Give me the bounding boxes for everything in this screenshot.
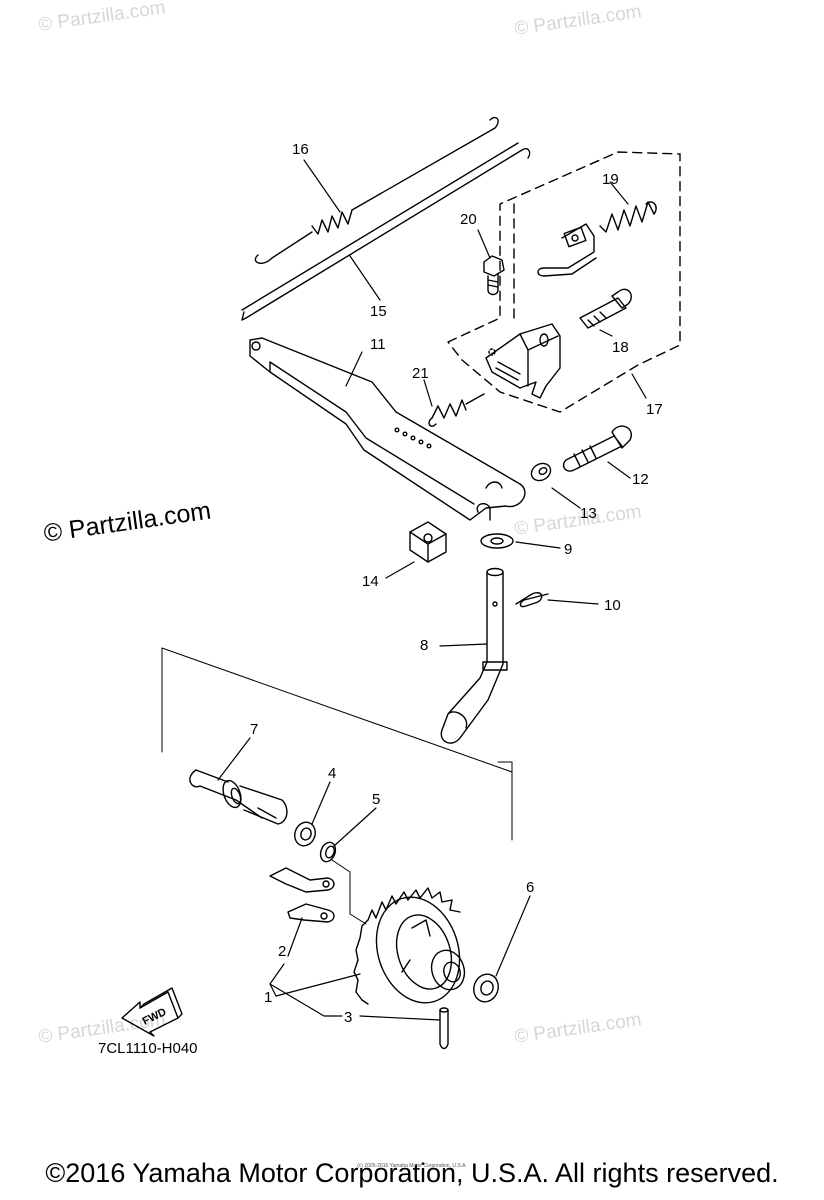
bolt-20 [483, 255, 505, 296]
callout-18: 18 [612, 339, 629, 356]
copyright-notice: ©2016 Yamaha Motor Corporation, U.S.A. A… [45, 1158, 779, 1188]
callout-19: 19 [602, 171, 619, 188]
fine-print: (c) 2005-2016 Yamaha Motor Corporation, … [357, 1163, 467, 1169]
callout-15: 15 [370, 303, 387, 320]
assembly-outline [161, 647, 513, 841]
bolt-18 [579, 288, 632, 329]
callout-2: 2 [278, 943, 286, 960]
callout-17: 17 [646, 401, 663, 418]
assembly-17-outline [447, 151, 681, 413]
callout-11: 11 [370, 336, 386, 353]
washer-4 [294, 821, 316, 847]
callout-12: 12 [632, 471, 649, 488]
flyweight-2 [269, 867, 335, 923]
pin-3 [439, 1007, 449, 1050]
callout-10: 10 [604, 597, 621, 614]
callout-21: 21 [412, 365, 429, 382]
pin-7 [189, 769, 288, 825]
washer-9 [480, 533, 514, 549]
nut-14 [409, 521, 447, 563]
callout-7: 7 [250, 721, 258, 738]
callout-5: 5 [372, 791, 380, 808]
callout-3: 3 [344, 1009, 352, 1026]
washer-6 [473, 973, 499, 1003]
callout-4: 4 [328, 765, 336, 782]
spring-16 [254, 116, 499, 264]
fwd-arrow [121, 987, 183, 1037]
lever-arm-11 [249, 337, 526, 521]
callout-9: 9 [564, 541, 572, 558]
spring-19 [599, 201, 657, 233]
callout-14: 14 [362, 573, 379, 590]
gear-1 [353, 887, 466, 1005]
diagram-code: 7CL1110-H040 [98, 1040, 198, 1057]
clip-10 [515, 592, 549, 608]
washer-13 [530, 462, 552, 482]
spring-21 [428, 393, 485, 427]
shaft-8 [440, 567, 508, 744]
callout-1: 1 [264, 989, 272, 1006]
callout-13: 13 [580, 505, 597, 522]
bracket-plate [537, 223, 597, 277]
rod-15 [241, 142, 531, 321]
washer-5 [319, 841, 337, 863]
bolt-12 [562, 425, 632, 472]
callout-6: 6 [526, 879, 534, 896]
mount-bracket [485, 323, 561, 399]
callout-16: 16 [292, 141, 309, 158]
callout-20: 20 [460, 211, 477, 228]
callout-numbers: 16 15 11 20 19 18 17 21 12 13 9 10 8 14 … [250, 141, 663, 1026]
leader-lines [217, 159, 647, 1021]
callout-8: 8 [420, 637, 428, 654]
